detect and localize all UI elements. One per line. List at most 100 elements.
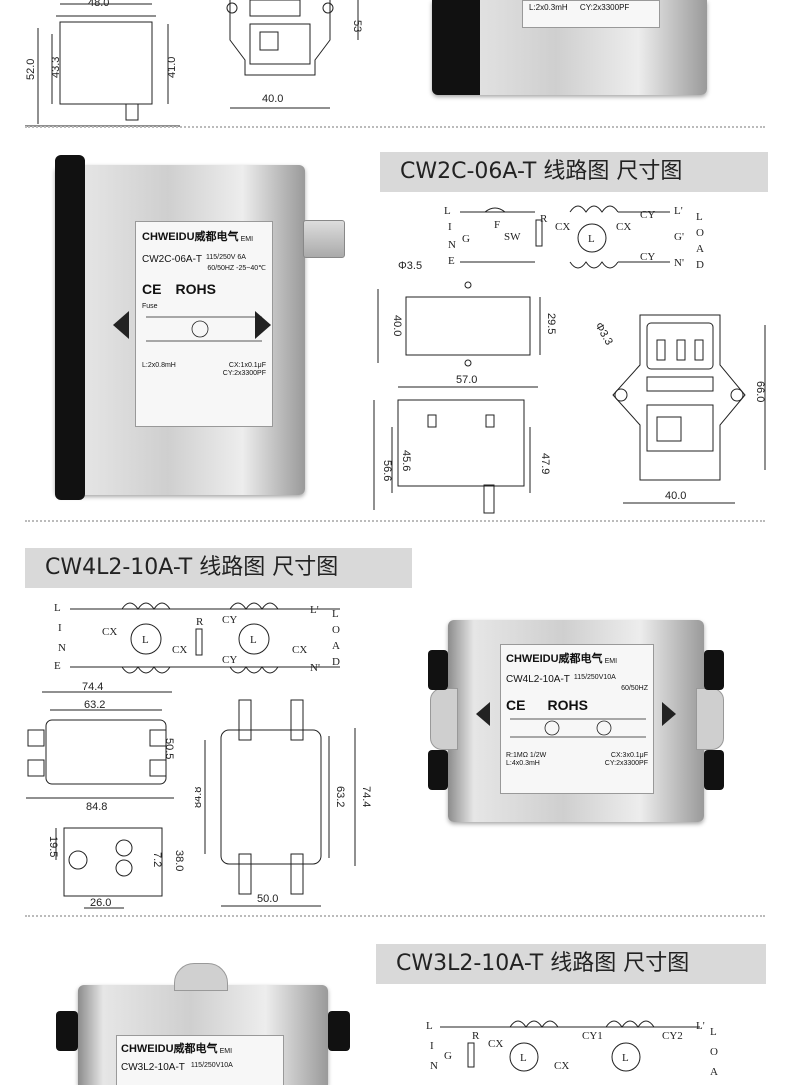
dim-width-front: 40.0: [262, 93, 283, 105]
inductance: L:4x0.3mH: [506, 760, 540, 767]
resistor: R:1MΩ 1/2W: [506, 752, 547, 759]
top-dimension-drawing-front: 40.0 53: [226, 0, 363, 109]
svg-text:L: L: [250, 634, 257, 646]
brand-name: CHWEIDU威都电气: [142, 231, 239, 243]
section-header-cw4l2: CW4L2-10A-T 线路图 尺寸图: [25, 548, 412, 588]
svg-text:CY: CY: [222, 654, 237, 666]
model-number: CW4L2-10A-T: [506, 674, 570, 685]
cw4l2-top-view-dimensions: 74.4 63.2 50.5 84.8 19.5 26.0 7.2 38.0: [26, 681, 185, 909]
terminal-right: [328, 1011, 350, 1051]
label-inductance: L:2x0.3mH: [529, 3, 568, 12]
cx-value: CX:3x0.1μF: [610, 752, 648, 759]
cy-value: CY:2x3300PF: [222, 370, 266, 377]
terminal-right-bottom: [704, 750, 724, 790]
svg-text:L': L': [696, 1020, 705, 1032]
svg-text:84.8: 84.8: [195, 787, 204, 808]
svg-text:CX: CX: [292, 644, 307, 656]
load-arrow-icon: [662, 702, 676, 726]
svg-text:74.4: 74.4: [360, 786, 372, 807]
rating: 115/250V10A: [573, 674, 616, 681]
cw4l2-front-view-dimensions: 84.8 63.2 74.4 50.0: [195, 699, 372, 907]
svg-text:CY2: CY2: [662, 1030, 683, 1042]
svg-text:D: D: [696, 259, 704, 271]
svg-text:SW: SW: [504, 231, 521, 243]
svg-text:L: L: [696, 211, 703, 223]
cw2c-circuit-diagram: L I N E G F SW R CX L CX CY CY L' G' N' …: [444, 205, 704, 271]
top-filter-photo: [432, 0, 707, 95]
svg-text:CY1: CY1: [582, 1030, 603, 1042]
svg-text:G': G': [674, 231, 684, 243]
terminal-left-bottom: [428, 750, 448, 790]
svg-text:63.2: 63.2: [334, 786, 346, 807]
svg-text:G: G: [462, 233, 470, 245]
fuse-text: Fuse: [142, 303, 158, 310]
cw2c-top-view-dimensions: Φ3.5 40.0 29.5 57.0 56.6 45.6 47.9: [373, 260, 557, 514]
svg-text:CX: CX: [554, 1060, 569, 1072]
svg-text:R: R: [196, 616, 204, 628]
svg-text:CX: CX: [172, 644, 187, 656]
model-number: CW2C-06A-T: [142, 254, 203, 265]
svg-text:N: N: [430, 1060, 438, 1072]
emi-text: EMI: [604, 658, 618, 665]
svg-text:CY: CY: [640, 251, 655, 263]
black-socket-body: [432, 0, 480, 95]
cw2c-filter-photo: CHWEIDU威都电气 EMI CW2C-06A-T 115/250V 6A 6…: [55, 155, 345, 500]
cw3l2-filter-photo: CHWEIDU威都电气 EMI CW3L2-10A-T 115/250V10A: [56, 963, 350, 1085]
ce-mark: CE: [506, 697, 526, 713]
svg-text:50.0: 50.0: [257, 893, 278, 905]
svg-text:L': L': [310, 604, 319, 616]
svg-text:45.6: 45.6: [400, 450, 412, 471]
model-number: CW3L2-10A-T: [121, 1062, 185, 1073]
svg-text:I: I: [58, 622, 62, 634]
section-header-cw2c: CW2C-06A-T 线路图 尺寸图: [380, 152, 768, 192]
svg-text:L: L: [426, 1020, 433, 1032]
svg-text:L: L: [710, 1026, 717, 1038]
svg-text:F: F: [494, 219, 500, 231]
mount-ear-right: [696, 688, 724, 750]
divider: [25, 915, 765, 917]
line-arrow-icon: [113, 311, 129, 339]
svg-text:Φ3.5: Φ3.5: [398, 260, 422, 272]
cy-value: CY:2x3300PF: [604, 760, 648, 767]
emi-text: EMI: [219, 1048, 233, 1055]
svg-text:50.5: 50.5: [163, 738, 175, 759]
svg-text:74.4: 74.4: [82, 681, 103, 693]
mount-ear-left: [430, 688, 458, 750]
svg-text:I: I: [430, 1040, 434, 1052]
top-filter-label: L:2x0.3mH CY:2x3300PF: [522, 0, 660, 28]
svg-text:57.0: 57.0: [456, 374, 477, 386]
terminal-left: [56, 1011, 78, 1051]
svg-text:84.8: 84.8: [86, 801, 107, 813]
svg-text:L: L: [54, 602, 61, 614]
svg-text:L: L: [588, 233, 595, 245]
svg-text:G: G: [444, 1050, 452, 1062]
svg-text:Φ3.3: Φ3.3: [592, 321, 614, 348]
svg-text:E: E: [54, 660, 61, 672]
svg-text:N': N': [310, 662, 320, 674]
svg-text:O: O: [332, 624, 340, 636]
divider: [25, 520, 765, 522]
terminal-tab: [303, 220, 345, 258]
svg-text:26.0: 26.0: [90, 897, 111, 909]
svg-text:CX: CX: [488, 1038, 503, 1050]
rating: 115/250V 6A: [206, 254, 246, 261]
rohs-mark: ROHS: [547, 697, 588, 713]
svg-text:66.0: 66.0: [754, 381, 766, 402]
svg-text:A: A: [332, 640, 340, 652]
svg-text:63.2: 63.2: [84, 699, 105, 711]
cw4l2-circuit-diagram: L I N E CX L CX R CY CY L CX L' N' L O A…: [54, 602, 340, 674]
svg-text:L: L: [444, 205, 451, 217]
svg-text:40.0: 40.0: [665, 490, 686, 502]
emi-text: EMI: [240, 236, 254, 243]
inductance: L:2x0.8mH: [142, 362, 176, 369]
svg-text:L: L: [142, 634, 149, 646]
svg-text:E: E: [448, 255, 455, 267]
svg-text:29.5: 29.5: [545, 313, 557, 334]
svg-text:N': N': [674, 257, 684, 269]
svg-text:CY: CY: [640, 209, 655, 221]
dim-width: 48.0: [88, 0, 109, 9]
rohs-mark: ROHS: [175, 281, 216, 297]
svg-text:A: A: [710, 1066, 718, 1077]
svg-text:L': L': [674, 205, 683, 217]
svg-text:CX: CX: [555, 221, 570, 233]
